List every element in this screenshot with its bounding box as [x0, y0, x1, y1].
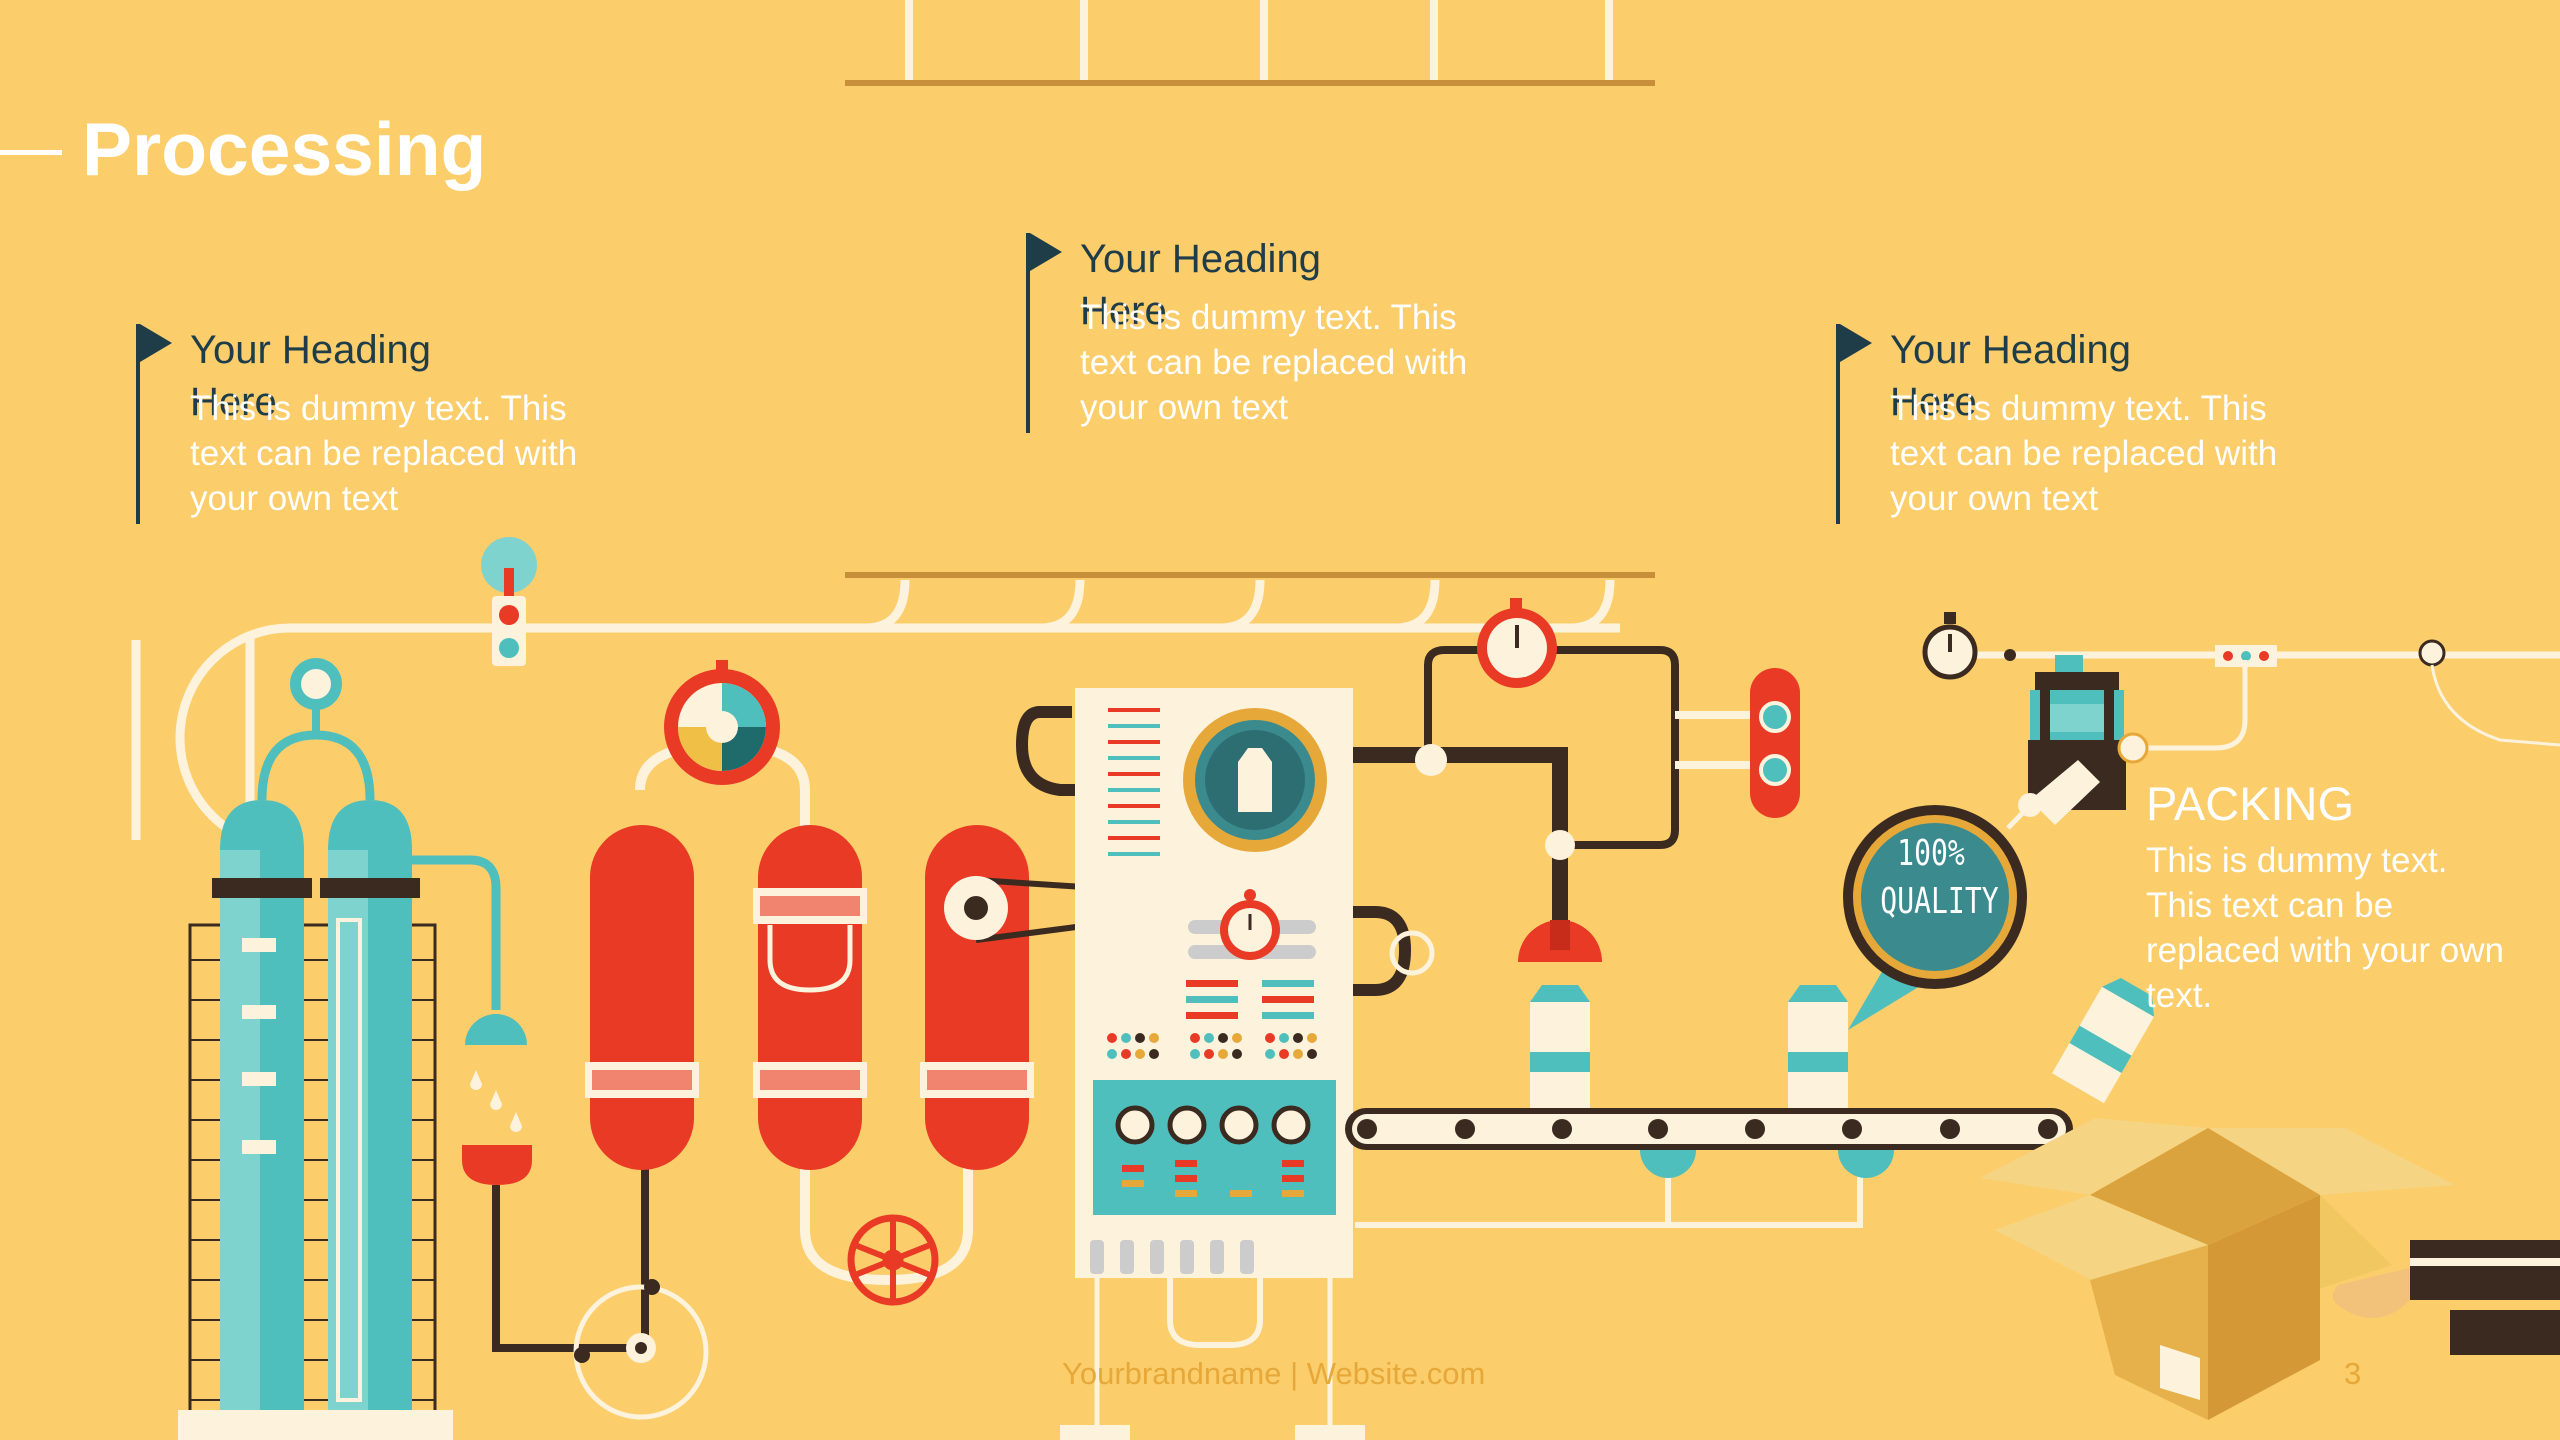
ceiling-rail [845, 0, 1655, 578]
block-body: This is dummy text. This text can be rep… [190, 389, 578, 518]
flag-pole [1836, 324, 1840, 524]
block-heading: Your Heading Here [1890, 328, 2131, 424]
conveyor-belt [1345, 1108, 2073, 1228]
packing-body: This is dummy text. This text can be rep… [2146, 841, 2504, 1015]
block-body: This is dummy text. This text can be rep… [1890, 389, 2278, 518]
title-accent-line [0, 150, 62, 155]
quality-badge-text: 100% QUALITY [1880, 830, 1999, 926]
lower-pipes [492, 1165, 709, 1420]
flag-icon [140, 324, 172, 362]
heading-block-2: Your Heading Here This is dummy text. Th… [1026, 233, 1486, 493]
packing-line [1922, 612, 2560, 825]
quality-badge-icon [1843, 788, 2047, 1030]
stopwatch-icon [1477, 598, 1557, 688]
traffic-light-icon [481, 537, 537, 666]
block-heading: Your Heading Here [1080, 237, 1321, 333]
packing-title: PACKING [2146, 777, 2355, 830]
heading-block-3: Your Heading Here This is dummy text. Th… [1836, 324, 2296, 584]
flag-pole [136, 324, 140, 524]
distillation-tower [178, 658, 532, 1440]
control-cabinet [1015, 688, 1435, 1440]
block-heading: Your Heading Here [190, 328, 431, 424]
cardboard-box-icon [1980, 1118, 2455, 1420]
red-tanks [585, 739, 1034, 1286]
flag-icon [1840, 324, 1872, 362]
milk-carton-icon [1530, 977, 2154, 1108]
quality-line-2: QUALITY [1880, 881, 1999, 922]
hand-arm [2332, 1240, 2560, 1355]
filler-pipe [1353, 646, 1800, 962]
flag-icon [1030, 233, 1062, 271]
page-number: 3 [2344, 1356, 2362, 1391]
slide-title: Processing [82, 107, 487, 191]
heading-block-1: Your Heading Here This is dummy text. Th… [136, 324, 596, 584]
gauge-icon [664, 660, 780, 785]
flag-pole [1026, 233, 1030, 433]
footer-brand: Yourbrandname | Website.com [1062, 1356, 1486, 1391]
quality-line-1: 100% [1897, 833, 1965, 874]
valve-wheel-icon [847, 1214, 939, 1306]
block-body: This is dummy text. This text can be rep… [1080, 298, 1468, 427]
